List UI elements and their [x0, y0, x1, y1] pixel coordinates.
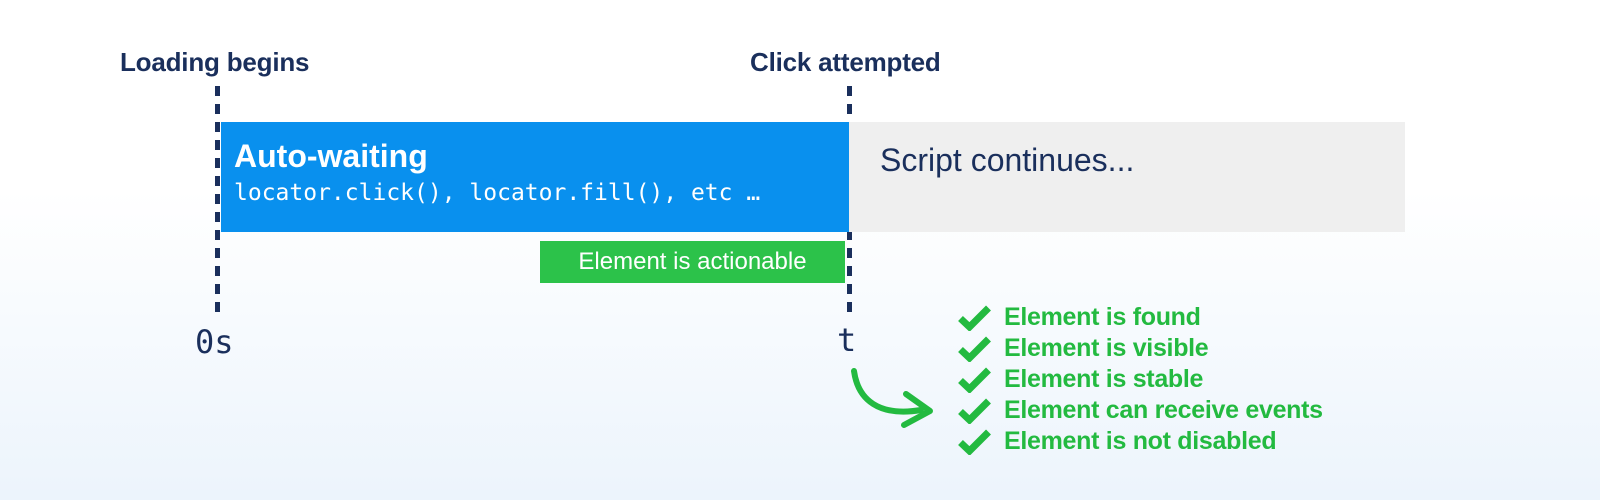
auto-waiting-bar: Auto-waiting locator.click(), locator.fi…: [221, 122, 849, 232]
check-icon: [958, 429, 991, 455]
check-icon: [958, 336, 991, 362]
check-icon: [958, 305, 991, 331]
check-icon: [958, 367, 991, 393]
timeline-start-marker-line: [215, 86, 220, 319]
checklist-item-label: Element is not disabled: [1004, 427, 1277, 455]
checklist-item-label: Element is found: [1004, 303, 1201, 331]
list-item: Element is stable: [958, 364, 1323, 395]
start-time-label: 0s: [195, 323, 234, 361]
auto-waiting-title: Auto-waiting: [234, 138, 428, 174]
script-continues-bar: Script continues...: [849, 122, 1405, 232]
list-item: Element can receive events: [958, 395, 1323, 426]
script-continues-title: Script continues...: [880, 142, 1135, 178]
click-attempted-label: Click attempted: [750, 47, 941, 77]
end-time-label: t: [837, 321, 857, 359]
loading-begins-label: Loading begins: [120, 47, 310, 77]
element-actionable-badge: Element is actionable: [540, 241, 845, 283]
list-item: Element is found: [958, 302, 1323, 333]
list-item: Element is not disabled: [958, 426, 1323, 457]
check-icon: [958, 398, 991, 424]
auto-waiting-code: locator.click(), locator.fill(), etc …: [234, 180, 761, 206]
checklist-item-label: Element is stable: [1004, 365, 1204, 393]
checklist-item-label: Element is visible: [1004, 334, 1209, 362]
actionability-checklist: Element is found Element is visible Elem…: [958, 302, 1323, 457]
list-item: Element is visible: [958, 333, 1323, 364]
checklist-item-label: Element can receive events: [1004, 396, 1323, 424]
